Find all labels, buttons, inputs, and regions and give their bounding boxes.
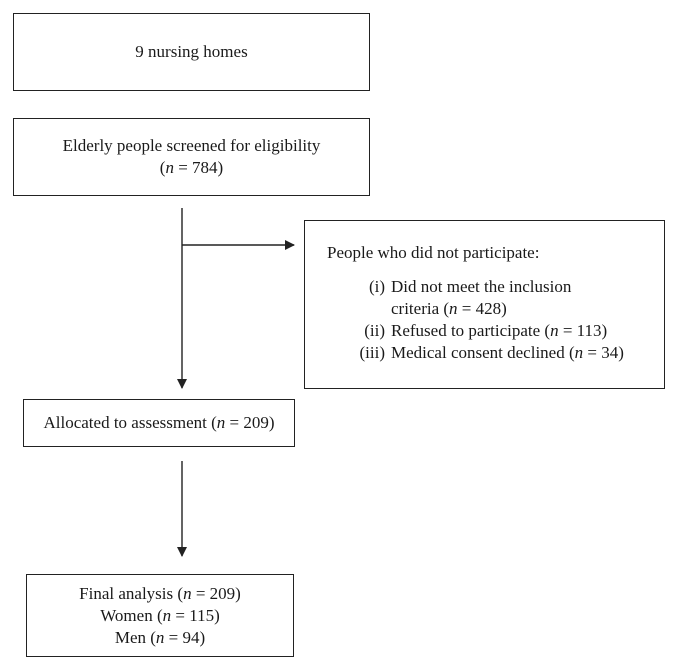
- not-participated-box: People who did not participate: (i) Did …: [304, 220, 665, 389]
- exclusion-item-text: Medical consent declined (n = 34): [391, 343, 624, 362]
- final-analysis-box: Final analysis (n = 209) Women (n = 115)…: [26, 574, 294, 657]
- exclusion-item-text: Did not meet the inclusion: [391, 277, 572, 296]
- nursing-homes-label: 9 nursing homes: [135, 42, 248, 61]
- exclusion-item-count: criteria (n = 428): [391, 299, 507, 318]
- screened-count: (n = 784): [159, 158, 224, 177]
- exclusion-item-number: (ii): [364, 321, 385, 340]
- nursing-homes-box: 9 nursing homes: [13, 13, 370, 91]
- final-analysis-label: Final analysis (n = 209): [79, 583, 241, 603]
- women-count-label: Women (n = 115): [100, 605, 220, 625]
- allocated-label: Allocated to assessment (n = 209): [43, 413, 275, 432]
- allocated-box: Allocated to assessment (n = 209): [23, 399, 295, 447]
- men-count-label: Men (n = 94): [114, 627, 206, 647]
- screened-label: Elderly people screened for eligibility: [62, 136, 321, 155]
- screened-box: Elderly people screened for eligibility …: [13, 118, 370, 196]
- exclusion-item-number: (iii): [359, 343, 386, 362]
- not-participated-title: People who did not participate:: [327, 243, 540, 262]
- exclusion-item-number: (i): [368, 277, 385, 296]
- exclusion-item-text: Refused to participate (n = 113): [391, 321, 608, 340]
